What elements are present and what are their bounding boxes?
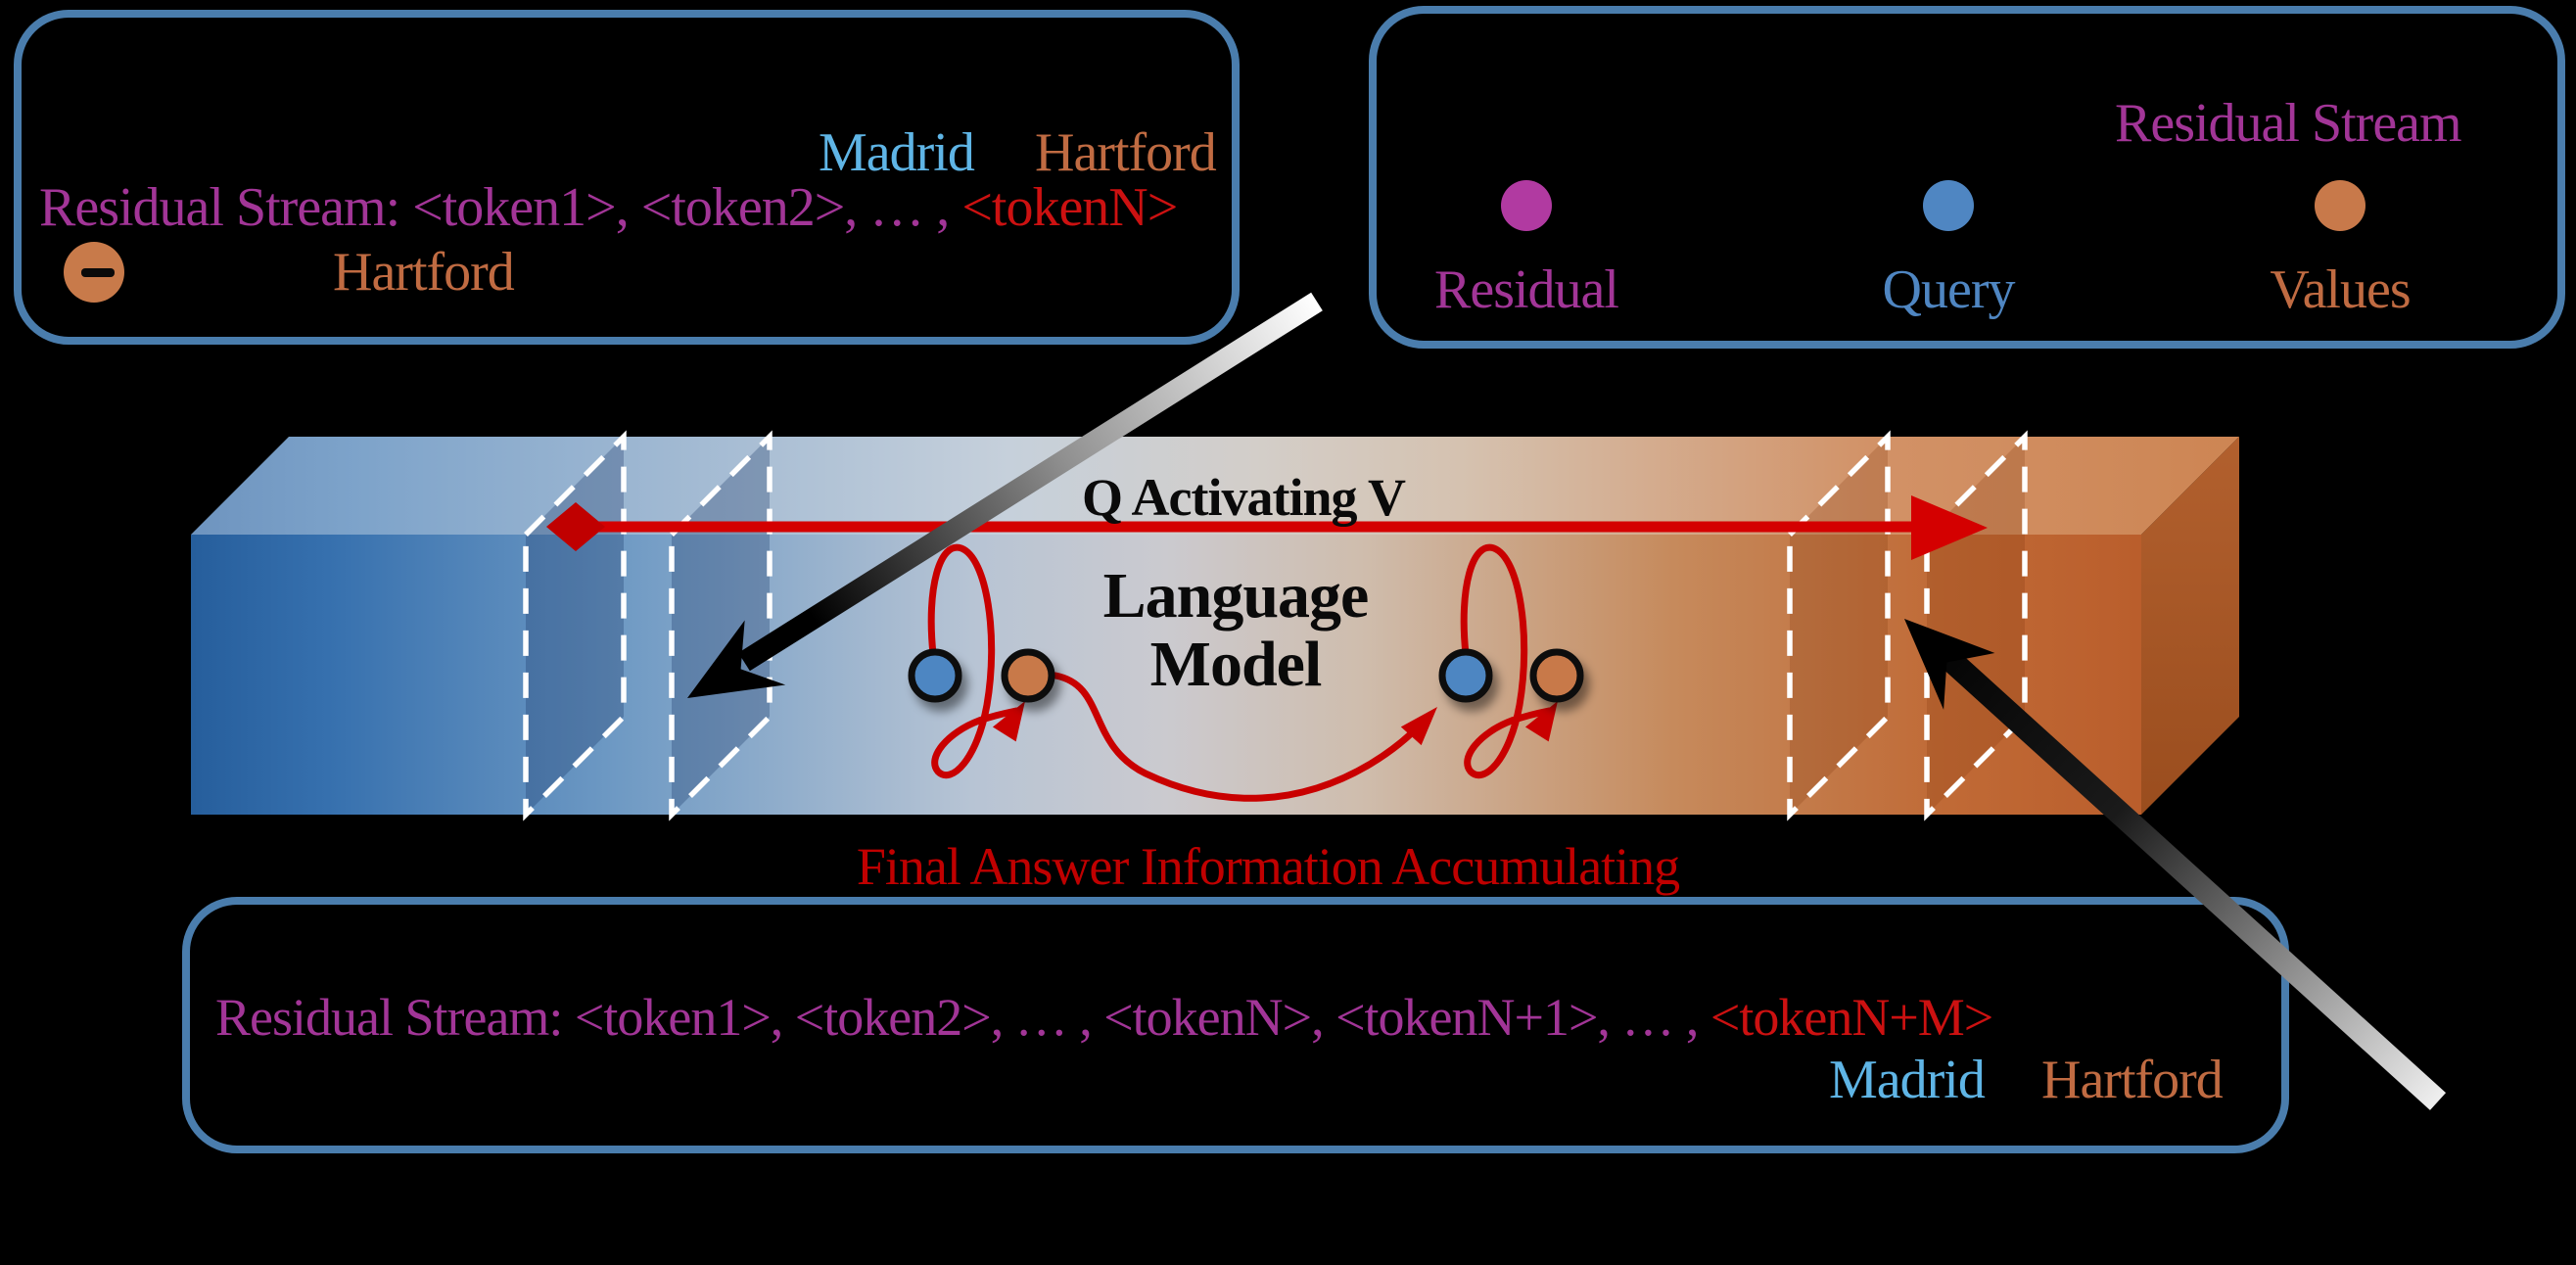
bar-right-face [2141,437,2239,815]
value-token-circle-right [1529,648,1584,703]
stream-last-token-text: <tokenN+M> [1710,988,1993,1047]
values-minus-badge [64,242,124,303]
arrowhead-icon [992,701,1025,742]
left-arrowhead-icon [546,502,605,551]
residual-dot-icon [1501,180,1552,231]
value-token-circle-left [1001,648,1055,703]
right-loop-curve [1460,543,1553,779]
black-arrowhead-icon [1904,619,1995,710]
bottom-annotation-box [182,897,2289,1153]
minus-icon [81,268,115,277]
stream-prefix-text: Residual Stream: <token1>, <token2>, … ,… [215,988,1710,1047]
bottom-hartford-label: Hartford [2041,1050,2224,1110]
language-model-line1: Language [1102,560,1370,632]
left-loop-curve [927,543,1020,779]
query-token-circle-left [908,648,962,703]
residual-stream-bar [191,437,2239,815]
arrowhead-icon [1400,707,1437,746]
language-model-label: Language Model [991,562,1480,699]
bar-top-face [191,437,2239,535]
right-arrowhead-icon [1911,495,1988,560]
stream-prefix-text: Residual Stream: <token1>, <token2>, … , [39,177,962,238]
black-arrowhead-icon [687,620,786,698]
q-activating-v-label: Q Activating V [1081,468,1406,527]
values-dot-icon [2315,180,2365,231]
top-left-annotation-box [14,10,1240,345]
arrowhead-icon [1524,701,1558,742]
bottom-madrid-label: Madrid [1829,1050,1986,1110]
top-left-hartford-bottom-label: Hartford [333,242,515,303]
q-activating-v-arrow [546,495,1988,560]
final-answer-caption: Final Answer Information Accumulating [856,837,1680,896]
pointer-arrow-to-blue-layers [687,292,1323,698]
legend-label-values: Values [2270,259,2411,320]
legend-box [1369,6,2565,349]
stream-last-token-text: <tokenN> [961,177,1178,238]
top-left-hartford-label: Hartford [1035,122,1217,183]
bottom-residual-stream-line: Residual Stream: <token1>, <token2>, … ,… [215,988,1993,1047]
legend-label-query: Query [1882,259,2016,320]
query-token-circle-right [1438,648,1493,703]
language-model-line2: Model [1149,628,1323,700]
accumulation-s-curve [1052,672,1431,802]
query-dot-icon [1923,180,1974,231]
information-flow-curves [927,543,1553,802]
legend-title: Residual Stream [2115,93,2462,154]
token-circles [908,648,1584,703]
top-left-residual-stream-line: Residual Stream: <token1>, <token2>, … ,… [39,177,1178,238]
pointer-arrow-to-orange-layers [1904,619,2447,1110]
legend-label-residual: Residual [1434,259,1619,320]
red-arrowheads [992,701,1558,746]
top-left-madrid-label: Madrid [819,122,975,183]
bar-front-face [191,535,2141,815]
